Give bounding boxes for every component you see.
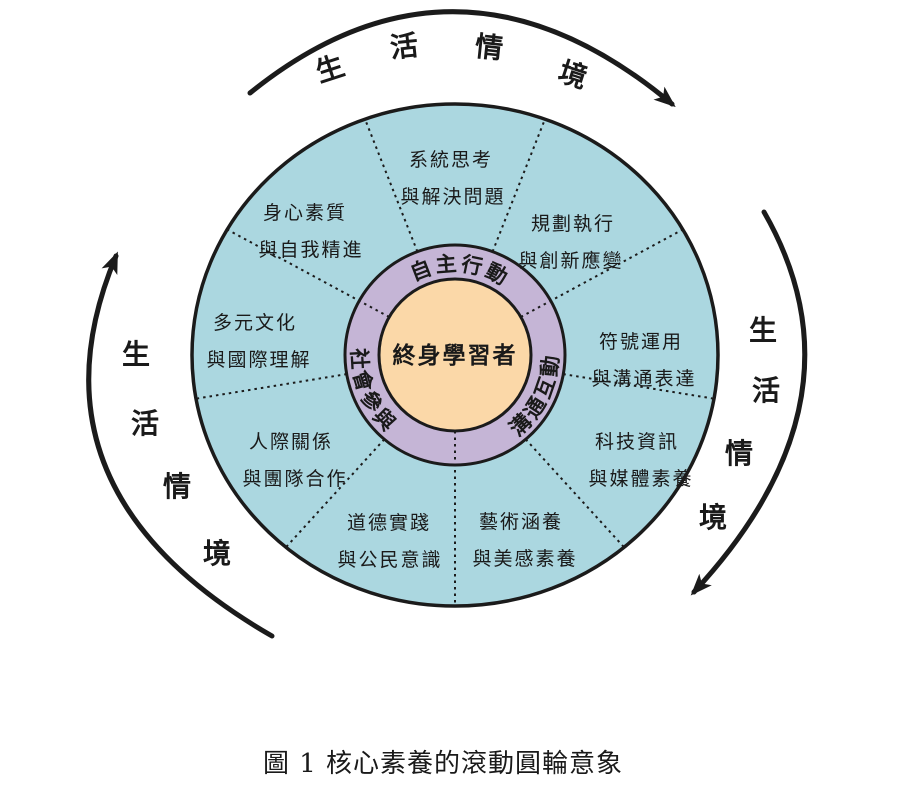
segment-label-technology-media-line2: 與媒體素養 (588, 468, 693, 490)
segment-divider (226, 228, 390, 318)
segment-label-arts-aesthetics-line1: 藝術涵養 (479, 511, 563, 533)
segment-divider (491, 118, 546, 252)
segment-label-physical-mental-line2: 與自我精進 (258, 239, 363, 261)
life-context-char: 生 (122, 338, 150, 371)
segment-label-interpersonal-teamwork-line2: 與團隊合作 (242, 468, 347, 490)
segment-label-symbol-use-line2: 與溝通表達 (591, 368, 696, 390)
life-context-char: 生 (312, 49, 349, 89)
segment-divider (285, 438, 386, 548)
segment-label-arts-aesthetics-line2: 與美感素養 (472, 548, 577, 570)
life-context-char: 情 (473, 30, 504, 66)
life-context-char: 情 (163, 470, 191, 503)
life-context-char: 境 (699, 501, 727, 534)
life-context-char: 生 (749, 314, 777, 347)
life-context-char: 活 (388, 29, 419, 65)
segment-label-planning-innovation-line2: 與創新應變 (518, 249, 623, 272)
segment-divider (520, 228, 684, 318)
life-context-char: 境 (555, 55, 592, 95)
segment-label-interpersonal-teamwork-line1: 人際關係 (249, 431, 333, 453)
life-context-char: 活 (752, 374, 780, 407)
life-context-arrow-right (690, 209, 808, 596)
segment-label-planning-innovation-line1: 規劃執行 (531, 213, 615, 235)
segment-label-physical-mental-line1: 身心素質 (263, 202, 347, 224)
segment-label-multicultural-international-line2: 與國際理解 (206, 349, 311, 371)
segment-dividers (195, 118, 715, 606)
segment-label-systems-thinking-line2: 與解決問題 (400, 186, 505, 208)
center-label-lifelong-learner: 終身學習者 (393, 342, 518, 369)
figure-caption: 圖 1 核心素養的滾動圓輪意象 (263, 749, 623, 779)
life-context-char: 情 (725, 437, 753, 470)
life-context-char: 境 (203, 537, 231, 570)
segment-label-technology-media-line1: 科技資訊 (595, 431, 679, 453)
segment-divider (524, 438, 625, 548)
segment-label-moral-civic-line2: 與公民意識 (337, 549, 442, 571)
segment-labels: 系統思考 與解決問題 規劃執行 與創新應變 符號運用 與溝通表達 科技資訊 與媒… (206, 149, 696, 571)
segment-label-multicultural-international-line1: 多元文化 (213, 312, 297, 334)
segment-label-moral-civic-line1: 道德實踐 (347, 512, 431, 534)
life-context-char: 活 (131, 407, 159, 440)
segment-divider (364, 118, 419, 252)
segment-label-systems-thinking-line1: 系統思考 (409, 149, 493, 171)
segment-label-symbol-use-line1: 符號運用 (599, 331, 683, 353)
life-context-arrow-top (247, 9, 676, 108)
life-context-arrow-left (86, 251, 275, 639)
